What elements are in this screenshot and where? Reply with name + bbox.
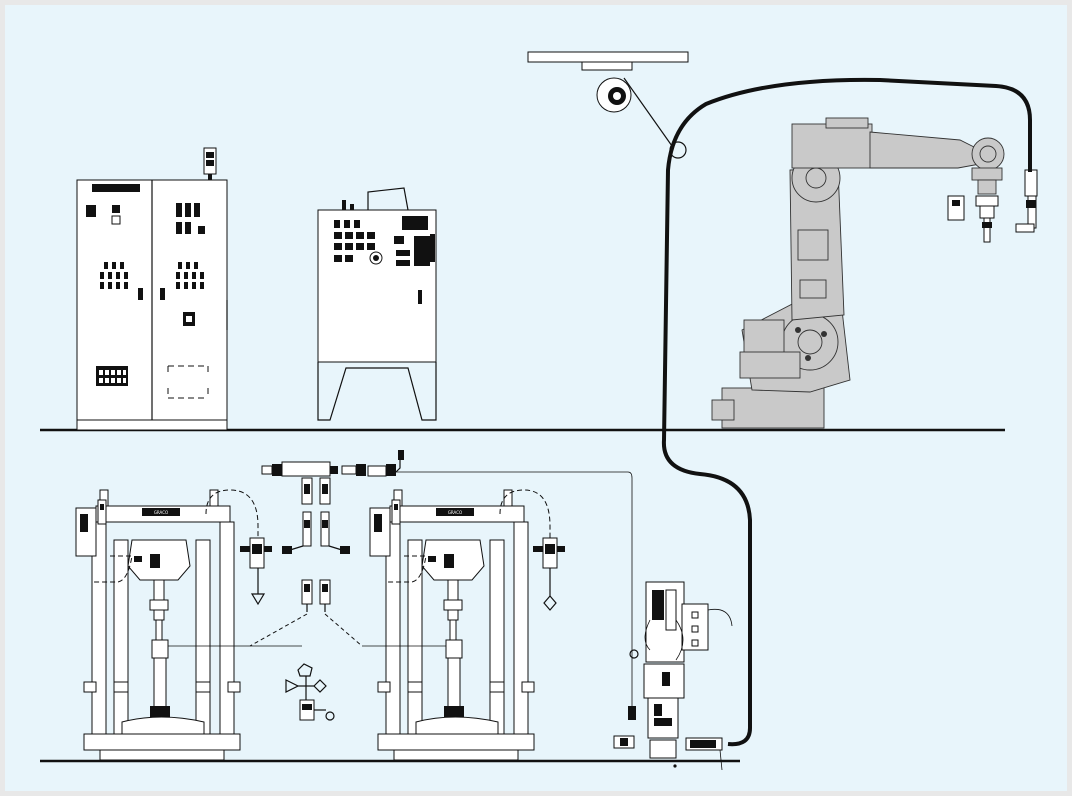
- pump-controller-box: [317, 187, 437, 421]
- pump-brand-right: GRACO: [448, 510, 462, 515]
- electrical-control-cabinet: [76, 147, 228, 431]
- air-regulator-symbol: [285, 663, 335, 721]
- ceiling-beam: [527, 51, 689, 63]
- supply-pump-right: GRACO: [362, 489, 565, 761]
- fluid-manifold: [249, 450, 633, 720]
- pump-brand-left: GRACO: [154, 510, 168, 515]
- painting-robot: [527, 51, 1038, 429]
- dosing-unit: [613, 581, 733, 771]
- supply-pump-left: GRACO: [75, 489, 302, 761]
